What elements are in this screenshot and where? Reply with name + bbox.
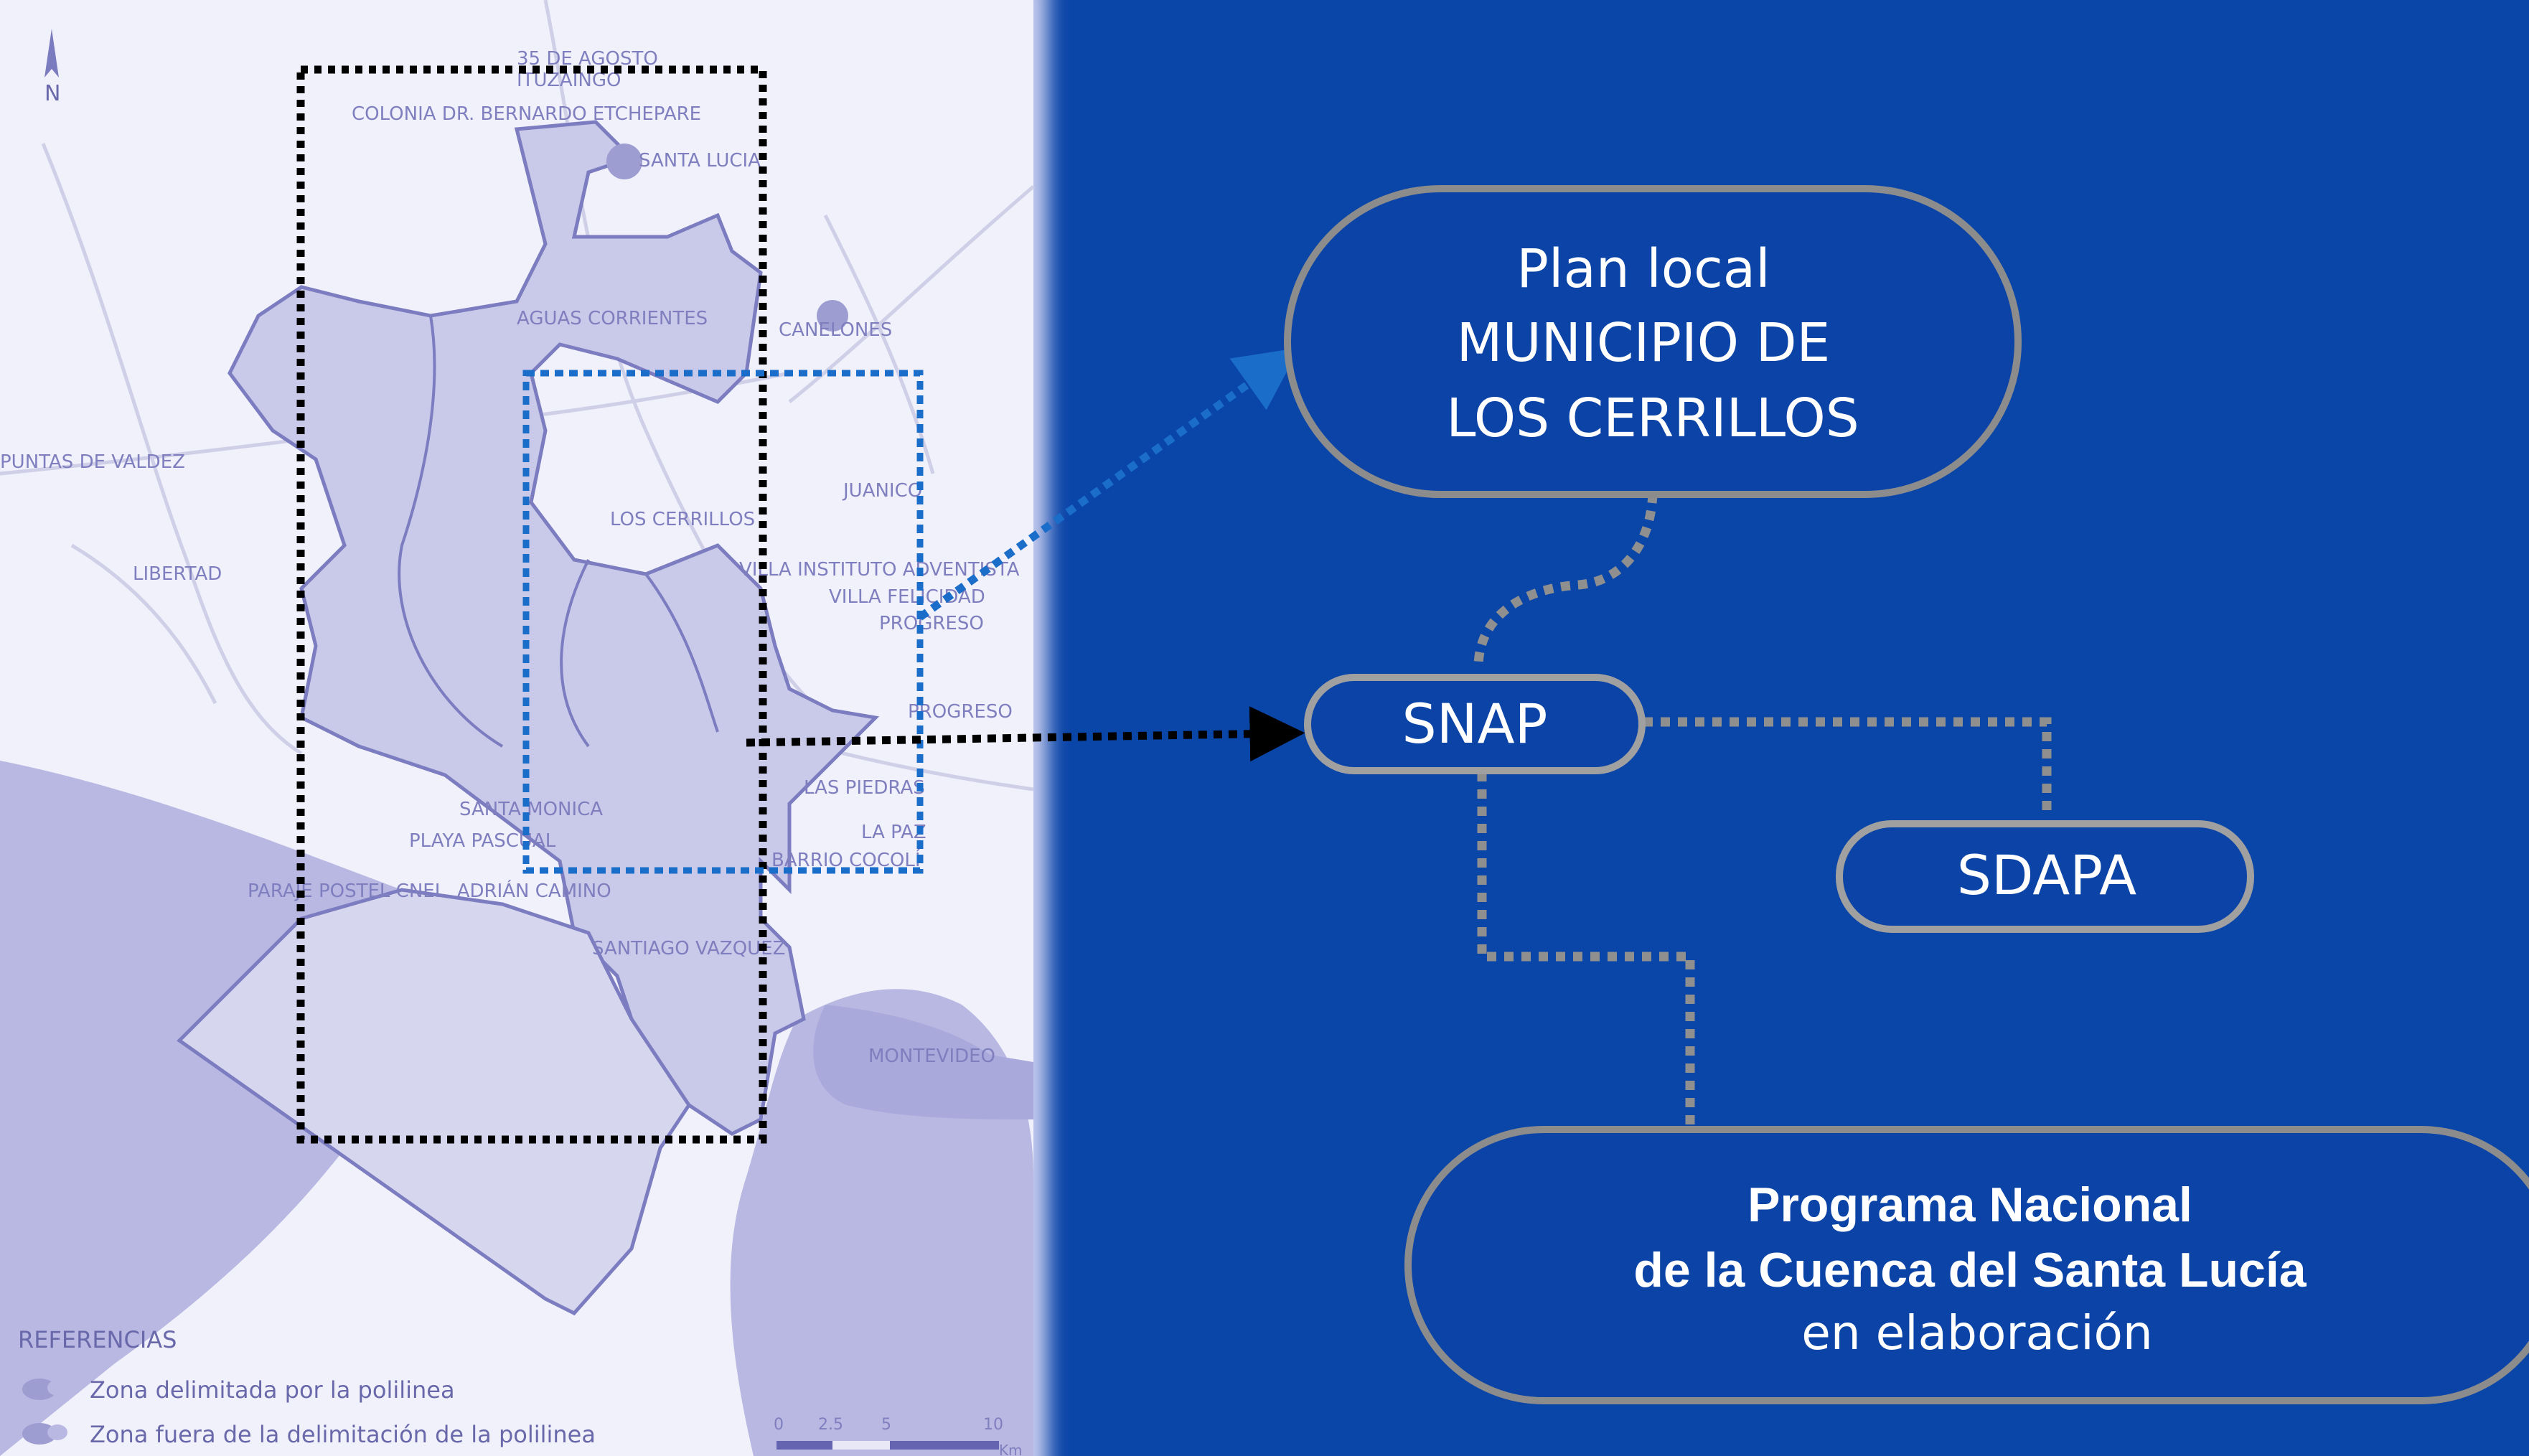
node-sdapa: SDAPA: [1836, 820, 2254, 933]
north-label: N: [44, 81, 60, 106]
map-panel: 35 DE AGOSTO ITUZAINGO COLONIA DR. BERNA…: [0, 0, 1048, 1456]
place-label: VILLA INSTITUTO ADVENTISTA: [739, 559, 1020, 581]
legend-swatch-icon: [22, 1423, 67, 1445]
legend-title: REFERENCIAS: [18, 1326, 177, 1353]
connector-snap-programa: [1477, 772, 1695, 1125]
place-label: PUNTAS DE VALDEZ: [0, 451, 185, 473]
scale-label: 5: [881, 1416, 891, 1434]
connector-plan-snap: [1473, 493, 1658, 668]
zone-inner-boundaries: [398, 315, 719, 748]
place-label: PROGRESO: [879, 613, 984, 634]
place-label: COLONIA DR. BERNARDO ETCHEPARE: [352, 103, 701, 125]
place-label: SANTA LUCIA: [639, 150, 761, 172]
legend-item: Zona delimitada por la polilinea: [90, 1376, 455, 1404]
node-snap: SNAP: [1304, 674, 1646, 774]
place-label: AGUAS CORRIENTES: [517, 308, 708, 329]
node-programa-nacional: Programa Nacional de la Cuenca del Santa…: [1404, 1126, 2529, 1404]
canelones-town: [817, 300, 848, 332]
programa-line-2: de la Cuenca del Santa Lucía: [1633, 1243, 2307, 1297]
plan-local-line-3: LOS CERRILLOS: [1446, 388, 1859, 449]
study-area-frame-black: [296, 65, 767, 1144]
scale-label: 2.5: [818, 1416, 843, 1434]
scale-label: 10: [983, 1416, 1003, 1434]
place-label: LOS CERRILLOS: [610, 509, 755, 530]
connector-snap-sdapa: [1643, 717, 2052, 812]
node-plan-local: Plan local MUNICIPIO DE LOS CERRILLOS: [1284, 185, 2022, 498]
place-label: CANELONES: [779, 319, 892, 341]
place-label: PARAJE POSTEL CNEL. ADRIÁN CAMINO: [248, 879, 611, 902]
place-label: LIBERTAD: [133, 563, 222, 585]
place-label: LAS PIEDRAS: [804, 777, 925, 799]
scale-unit: Km: [999, 1442, 1023, 1456]
place-label: PROGRESO: [908, 701, 1013, 723]
snap-label: SNAP: [1402, 692, 1548, 756]
legend-swatch-icon: [22, 1378, 67, 1400]
sdapa-label: SDAPA: [1957, 843, 2136, 907]
place-label: JUANICO: [842, 480, 922, 502]
scale-label: 0: [774, 1416, 784, 1434]
place-label: MONTEVIDEO: [868, 1046, 995, 1067]
node-plan-local-box: [1284, 185, 2022, 498]
programa-line-3: en elaboración: [1801, 1305, 2153, 1361]
node-programa-box: [1404, 1126, 2529, 1404]
map-legend: REFERENCIAS Zona delimitada por la polil…: [18, 1326, 596, 1448]
plan-local-line-1: Plan local: [1516, 238, 1770, 300]
montevideo-area: [813, 1005, 1033, 1119]
place-label: PLAYA PASCUAL: [409, 830, 556, 852]
diagram: Plan local MUNICIPIO DE LOS CERRILLOS SN…: [746, 185, 2529, 1404]
arrow-to-snap: [746, 706, 1305, 762]
legend-item: Zona fuera de la delimitación de la poli…: [90, 1421, 596, 1448]
plan-local-line-2: MUNICIPIO DE: [1457, 312, 1831, 374]
place-label: LA PAZ: [861, 822, 926, 843]
north-arrow-icon: N: [44, 29, 60, 106]
outer-zone: [177, 888, 692, 1316]
arrow-to-plan-local: [917, 347, 1300, 621]
node-sdapa-box: [1836, 820, 2254, 933]
programa-line-1: Programa Nacional: [1747, 1178, 2192, 1232]
scale-bar: 0 2.5 5 10 Km: [774, 1416, 1023, 1456]
node-snap-box: [1304, 674, 1646, 774]
place-label: SANTA MONICA: [459, 799, 603, 820]
place-label: SANTIAGO VAZQUEZ: [592, 938, 785, 959]
santa-lucia-town: [606, 144, 642, 179]
